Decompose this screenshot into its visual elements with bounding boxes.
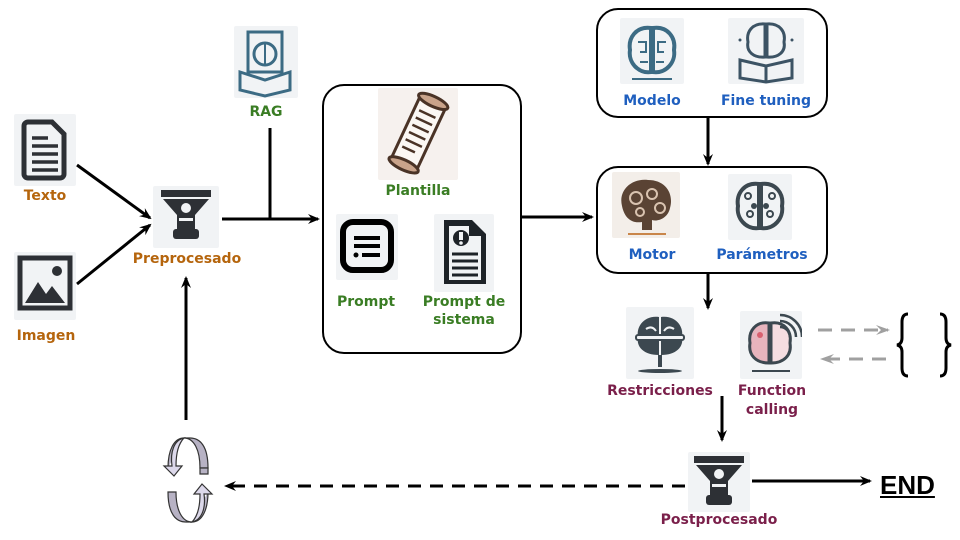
scroll-icon [378,88,458,180]
restricciones-label: Restricciones [607,383,713,399]
fine-tuning-label: Fine tuning [720,93,812,109]
gear-brain-icon [612,172,680,238]
function-calling-label-line1: Function [737,383,807,399]
parametros-label: Parámetros [716,247,808,263]
funnel-gear-icon [688,452,750,512]
preprocesado-label: Preprocesado [132,251,242,267]
postprocesado-label: Postprocesado [660,512,778,528]
cycle-arrows-icon [160,434,216,526]
funnel-gear-icon [153,186,219,248]
image-icon [14,252,76,320]
json-braces [896,310,952,380]
brain-reading-icon [728,18,804,84]
prompt-label: Prompt [336,294,396,310]
chained-brain-icon [626,307,694,379]
arrow-texto-to-preprocesado [76,163,152,220]
modelo-label: Modelo [623,93,681,109]
chat-list-icon [336,214,398,280]
imagen-label: Imagen [16,328,76,344]
settings-brain-icon [728,174,792,240]
prompt-sistema-label-line1: Prompt de [422,294,506,310]
signal-brain-icon [740,311,804,379]
document-icon [14,114,76,186]
rag-label: RAG [249,104,283,120]
function-calling-label-line2: calling [745,402,799,418]
prompt-sistema-label-line2: sistema [433,312,495,328]
texto-label: Texto [23,188,67,204]
plantilla-label: Plantilla [385,183,451,199]
arrow-imagen-to-preprocesado [76,223,152,286]
end-label: END [880,470,935,500]
motor-label: Motor [628,247,676,263]
alert-document-icon [434,214,494,292]
brain-book-icon [234,26,298,98]
circuit-brain-icon [620,18,684,84]
